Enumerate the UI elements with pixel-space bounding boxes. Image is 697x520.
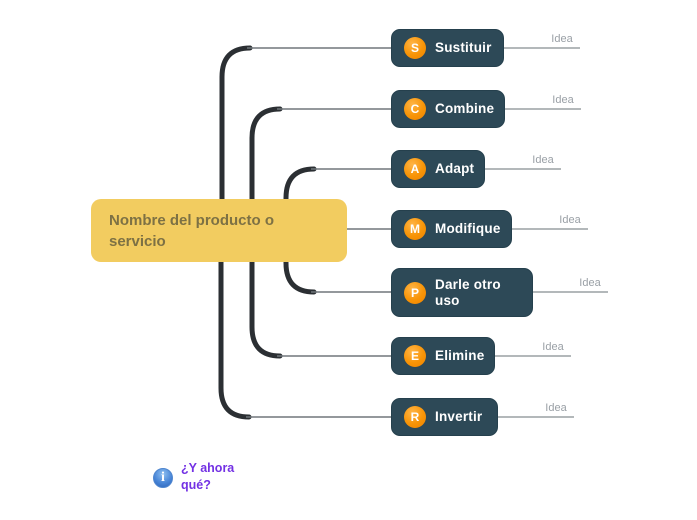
central-topic[interactable]: Nombre del producto o servicio [91,199,347,262]
letter-badge-c: C [404,98,426,120]
topic-label-combine: Combine [435,101,495,116]
topic-label-adapt: Adapt [435,161,475,176]
topic-modifique[interactable]: M Modifique [391,210,512,248]
branch-curve-combine [249,106,283,234]
topic-label-darle-otro-uso: Darle otro uso [435,276,501,308]
footer-note: i ¿Y ahora qué? [153,460,247,494]
branch-curve-adapt [283,166,317,234]
idea-placeholder-adapt[interactable]: Idea [532,154,554,166]
letter-badge-a: A [404,158,426,180]
idea-placeholder-sustituir[interactable]: Idea [551,33,573,45]
idea-placeholder-invertir[interactable]: Idea [545,402,567,414]
topic-label-invertir: Invertir [435,409,483,424]
letter-badge-p: P [404,281,426,304]
idea-placeholder-combine[interactable]: Idea [552,94,574,106]
letter-badge-r: R [404,406,426,428]
topic-elimine[interactable]: E Elimine [391,337,495,375]
topic-label-modifique: Modifique [435,221,501,236]
branch-curve-elimine [249,228,283,359]
branch-curve-sustituir [219,45,253,234]
info-icon[interactable]: i [153,468,173,488]
topic-sustituir[interactable]: S Sustituir [391,29,504,67]
idea-placeholder-elimine[interactable]: Idea [542,341,564,353]
letter-badge-m: M [404,218,426,240]
letter-badge-e: E [404,345,426,367]
topic-darle-otro-uso[interactable]: P Darle otro uso [391,268,533,317]
topic-invertir[interactable]: R Invertir [391,398,498,436]
central-topic-label: Nombre del producto o servicio [109,211,274,250]
letter-badge-s: S [404,37,426,59]
branch-curve-darle-otro-uso [283,228,317,295]
topic-label-sustituir: Sustituir [435,40,492,55]
topic-adapt[interactable]: A Adapt [391,150,485,188]
topic-combine[interactable]: C Combine [391,90,505,128]
footer-note-text: ¿Y ahora qué? [181,461,235,492]
branch-curve-invertir [218,228,252,420]
topic-label-elimine: Elimine [435,348,485,363]
idea-placeholder-darle-otro-uso[interactable]: Idea [579,277,601,289]
idea-placeholder-modifique[interactable]: Idea [559,214,581,226]
